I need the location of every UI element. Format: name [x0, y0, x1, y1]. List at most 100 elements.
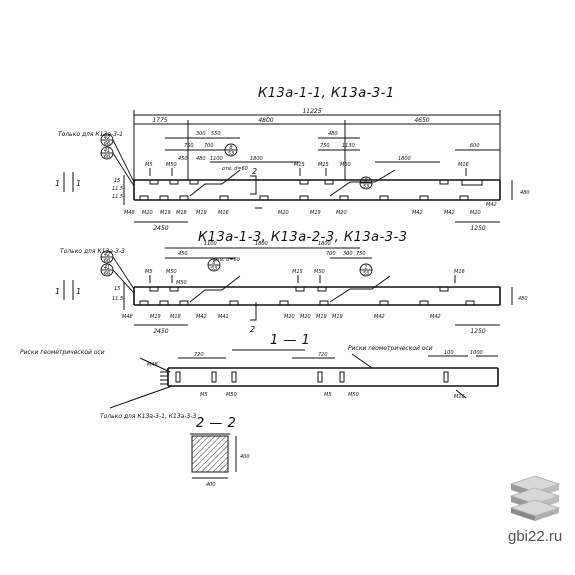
- section-1-1-dim-2: 720: [318, 352, 328, 358]
- elevation-1-callout-1-bottom: 66: [104, 141, 110, 147]
- elevation-2-mark-bottom-2: М19: [150, 314, 161, 320]
- elevation-1-mark-bottom-12: М20: [470, 210, 481, 216]
- elevation-2-title: К13а-1-3, К13а-2-3, К13а-3-3: [198, 230, 408, 245]
- elevation-2-callout-4-bottom: 53: [363, 271, 369, 277]
- elevation-1-cut-mark-left: 1: [55, 179, 60, 188]
- elevation-1-mark-bottom-1: М48: [124, 210, 135, 216]
- elevation-1-dim-l: 1800: [398, 156, 411, 162]
- elevation-2: [63, 247, 513, 326]
- elevation-1-left-dim: 1775: [152, 117, 167, 124]
- elevation-2-mark-bottom-8: М19: [316, 314, 327, 320]
- section-2-2-width-dim: 400: [206, 482, 216, 488]
- elevation-1-height-dim: 480: [520, 190, 530, 196]
- elevation-1-dim-f: 480: [196, 156, 206, 162]
- elevation-2-dim-c: 1800: [255, 241, 268, 247]
- elevation-2-text: 450 1100 1800 300 1800 700 750 Только дл…: [55, 241, 528, 335]
- elevation-2-height-dim: 480: [518, 296, 528, 302]
- elevation-2-mark-top-4: М15: [292, 269, 303, 275]
- elevation-2-dim-e: 1800: [318, 241, 331, 247]
- elevation-1-mark-top-1: М5: [145, 162, 153, 168]
- elevation-1-middle-dim: 4800: [258, 117, 273, 124]
- section-1-1-title: 1 — 1: [270, 333, 311, 348]
- elevation-1-mark-bottom-13: М42: [486, 202, 497, 208]
- section-1-1-note-bottom: Только для К13а-3-1, К13а-3-3: [100, 413, 196, 420]
- elevation-1-dim-k: 750: [320, 143, 330, 149]
- elevation-1-mark-bottom-9: М20: [336, 210, 347, 216]
- section-1-1-mark-6: М16: [454, 394, 465, 400]
- elevation-2-callout-4-top: 1: [364, 265, 367, 271]
- watermark-text: gbi22.ru: [508, 528, 563, 545]
- section-1-1-mark-2: М5: [200, 392, 208, 398]
- elevation-1-dim-g: 1100: [210, 156, 223, 162]
- section-1-1-note-right: Риски геометрической оси: [348, 345, 433, 352]
- elevation-1-mark-top-2: М50: [166, 162, 177, 168]
- elevation-1-callout-2-bottom: 66: [104, 154, 110, 160]
- section-1-1-dim-4: 1000: [470, 350, 483, 356]
- elevation-2-mark-bottom-5: М41: [218, 314, 229, 320]
- elevation-1-callout-4-top: 8: [364, 178, 367, 184]
- elevation-1-callouts: [100, 133, 373, 190]
- section-2-2-height-dim: 400: [240, 454, 250, 460]
- elevation-1-bottom-left-dim: 2450: [153, 225, 168, 232]
- elevation-2-callout-1-bottom: 66: [104, 258, 110, 264]
- elevation-1-callout-3-bottom: 53: [228, 151, 234, 157]
- elevation-2-mark-top-2: М50: [166, 269, 177, 275]
- elevation-2-callout-2-top: 41: [104, 265, 110, 271]
- section-1-1-note-left: Риски геометрической оси: [20, 349, 105, 356]
- elevation-2-mark-bottom-3: М18: [170, 314, 181, 320]
- elevation-2-mark-bottom-9: М19: [332, 314, 343, 320]
- elevation-1-title: К13а-1-1, К13а-3-1: [258, 86, 395, 101]
- elevation-1-left-dim-1: 15: [114, 178, 120, 184]
- section-1-1-mark-1: М48: [147, 362, 158, 368]
- elevation-1-cut-mark-right: 1: [76, 179, 81, 188]
- elevation-1-hole-note: отв. d=60: [222, 166, 248, 172]
- elevation-2-mark-bottom-6: М20: [284, 314, 295, 320]
- elevation-2-dim-d: 300: [343, 251, 353, 257]
- elevation-1-dim-j: 1130: [342, 143, 355, 149]
- elevation-2-dim-a: 450: [178, 251, 188, 257]
- elevation-1-mark-top-3: М15: [294, 162, 305, 168]
- elevation-1-only-for-note: Только для К13а-3-1: [58, 131, 123, 138]
- elevation-1-mark-bottom-3: М19: [160, 210, 171, 216]
- elevation-1: [63, 110, 513, 223]
- elevation-2-left-dim-2: 11.5: [112, 296, 123, 302]
- elevation-1-mark-bottom-2: М20: [142, 210, 153, 216]
- elevation-1-dim-a: 300: [196, 131, 206, 137]
- elevation-1-dim-m: 600: [470, 143, 480, 149]
- elevation-2-mark-bottom-1: М48: [122, 314, 133, 320]
- elevation-2-dim-g: 750: [356, 251, 366, 257]
- section-2-2: [190, 433, 237, 479]
- elevation-1-mark-bottom-11: М42: [444, 210, 455, 216]
- elevation-2-mark-bottom-7: М20: [300, 314, 311, 320]
- elevation-1-mark-top-4: М15: [318, 162, 329, 168]
- elevation-1-mark-bottom-10: М42: [412, 210, 423, 216]
- elevation-1-bottom-right-dim: 1250: [470, 225, 485, 232]
- elevation-1-left-dim-2: 11.5: [112, 186, 123, 192]
- elevation-1-text: 11225 1775 4800 4650 300 550 750 700 450…: [55, 108, 530, 232]
- elevation-2-callout-2-bottom: 66: [104, 271, 110, 277]
- elevation-1-callout-3-top: 8: [229, 145, 232, 151]
- section-1-1-mark-4: М5: [324, 392, 332, 398]
- section-1-1: [109, 349, 499, 409]
- site-logo: [509, 475, 561, 521]
- elevation-2-callout-1-top: 42: [104, 252, 110, 258]
- elevation-1-dim-i: 480: [328, 131, 338, 137]
- elevation-1-dim-d: 700: [204, 143, 214, 149]
- section-1-1-mark-5: М50: [348, 392, 359, 398]
- elevation-2-mark-top-5: М50: [314, 269, 325, 275]
- elevation-1-mark-bottom-7: М20: [278, 210, 289, 216]
- elevation-1-callout-2-top: 41: [104, 148, 110, 154]
- elevation-2-bottom-right-dim: 1250: [470, 328, 485, 335]
- section-2-2-text: 400 400: [206, 454, 250, 488]
- elevation-1-callout-1-top: 42: [104, 135, 110, 141]
- elevation-2-left-dim-1: 15: [114, 286, 120, 292]
- elevation-2-mark-bottom-10: М42: [374, 314, 385, 320]
- elevation-1-overall-dim: 11225: [302, 108, 321, 115]
- elevation-1-mark-bottom-5: М19: [196, 210, 207, 216]
- elevation-2-dim-f: 700: [326, 251, 336, 257]
- elevation-2-callouts: [100, 250, 373, 294]
- elevation-1-mark-top-5: М50: [340, 162, 351, 168]
- elevation-1-mark-top-6: М16: [458, 162, 469, 168]
- elevation-2-mark-bottom-11: М42: [430, 314, 441, 320]
- elevation-1-left-dim-3: 11.5: [112, 194, 123, 200]
